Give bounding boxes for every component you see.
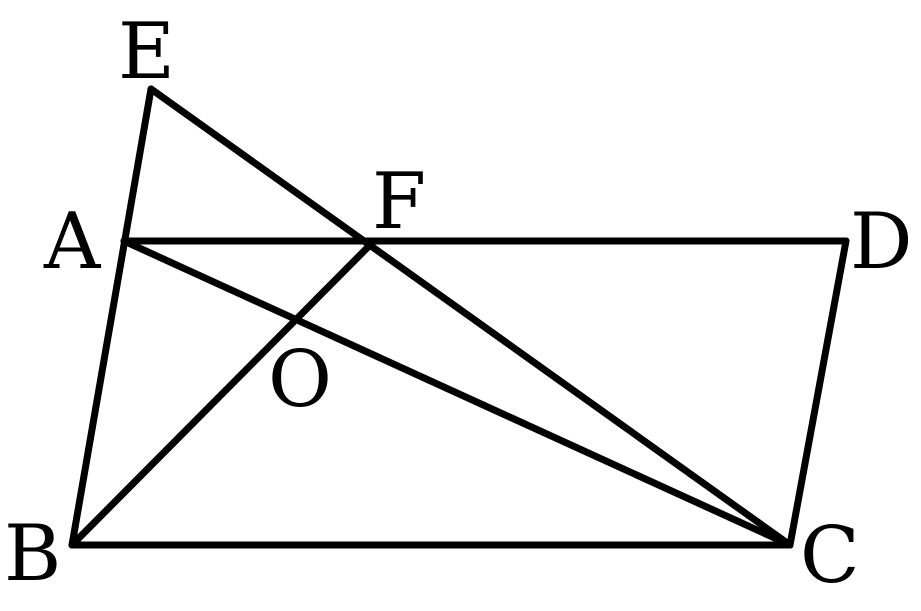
label-point-C: C xyxy=(800,511,860,601)
label-point-B: B xyxy=(4,509,61,599)
segment-AC xyxy=(120,237,794,549)
label-point-A: A xyxy=(43,197,102,287)
segment-EB xyxy=(68,85,155,549)
label-point-F: F xyxy=(372,157,426,247)
segment-FB xyxy=(68,237,378,549)
segment-DC xyxy=(786,237,850,549)
label-point-O: O xyxy=(268,335,332,425)
label-point-D: D xyxy=(850,197,913,287)
label-point-E: E xyxy=(118,7,175,97)
segment-EC xyxy=(147,85,794,549)
